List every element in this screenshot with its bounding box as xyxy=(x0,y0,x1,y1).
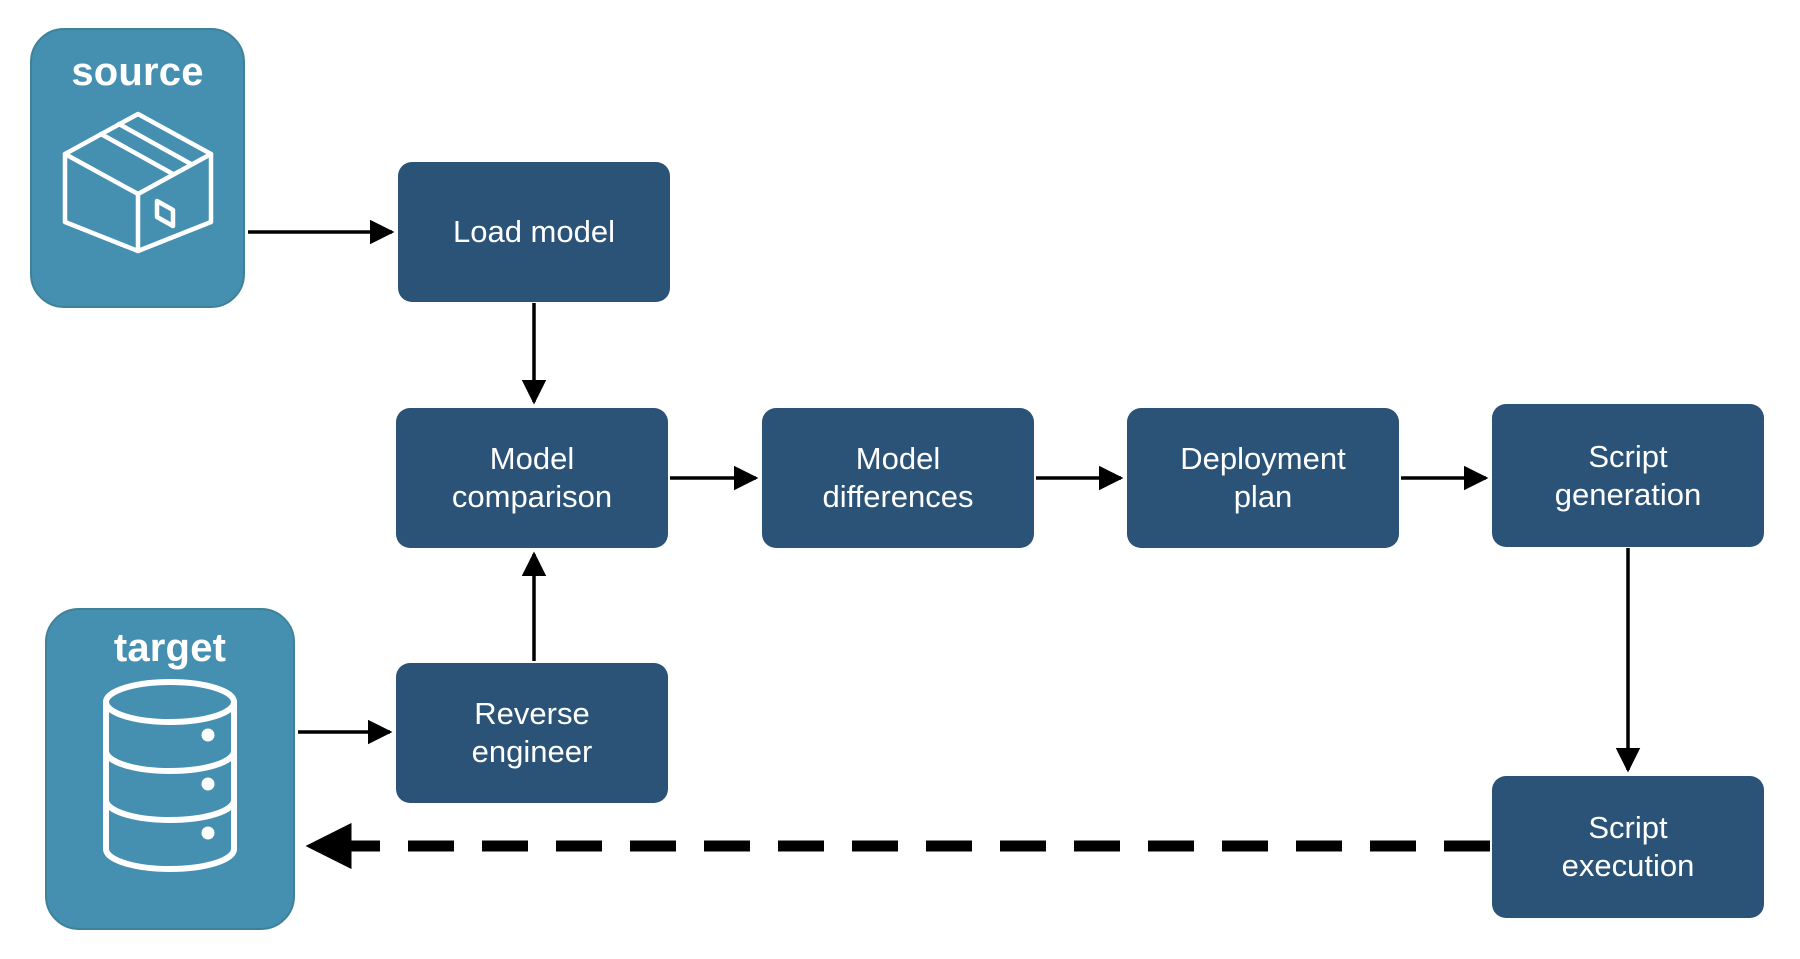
node-script-generation-line-2: generation xyxy=(1554,476,1702,512)
node-load-model[interactable]: Load model xyxy=(398,162,670,302)
node-reverse-engineer[interactable]: Reverse engineer xyxy=(396,663,668,803)
node-deployment-plan[interactable]: Deployment plan xyxy=(1127,408,1399,548)
node-deployment-plan-line-1: Deployment xyxy=(1180,441,1346,477)
node-reverse-engineer-line-2: engineer xyxy=(471,734,593,769)
node-model-comparison[interactable]: Model comparison xyxy=(396,408,668,548)
node-model-differences[interactable]: Model differences xyxy=(762,408,1034,548)
node-model-differences-line-2: differences xyxy=(822,479,974,514)
node-model-comparison-line-1: Model xyxy=(489,441,575,477)
database-cylinder-icon xyxy=(90,678,250,878)
package-box-icon xyxy=(53,106,223,261)
node-script-execution-line-2: execution xyxy=(1561,848,1695,883)
node-script-execution[interactable]: Script execution xyxy=(1492,776,1764,918)
node-deployment-plan-line-2: plan xyxy=(1233,479,1293,514)
node-load-model-line-1: Load model xyxy=(452,214,615,250)
endpoint-source[interactable]: source xyxy=(30,28,245,308)
node-model-differences-line-1: Model xyxy=(855,441,941,477)
node-script-generation[interactable]: Script generation xyxy=(1492,404,1764,547)
endpoint-source-label: source xyxy=(71,50,204,94)
endpoint-target-label: target xyxy=(113,626,227,670)
node-reverse-engineer-line-1: Reverse xyxy=(474,696,590,732)
node-script-execution-line-1: Script xyxy=(1588,810,1668,846)
endpoint-target[interactable]: target xyxy=(45,608,295,930)
node-model-comparison-line-2: comparison xyxy=(451,479,613,514)
node-script-generation-line-1: Script xyxy=(1588,438,1668,474)
